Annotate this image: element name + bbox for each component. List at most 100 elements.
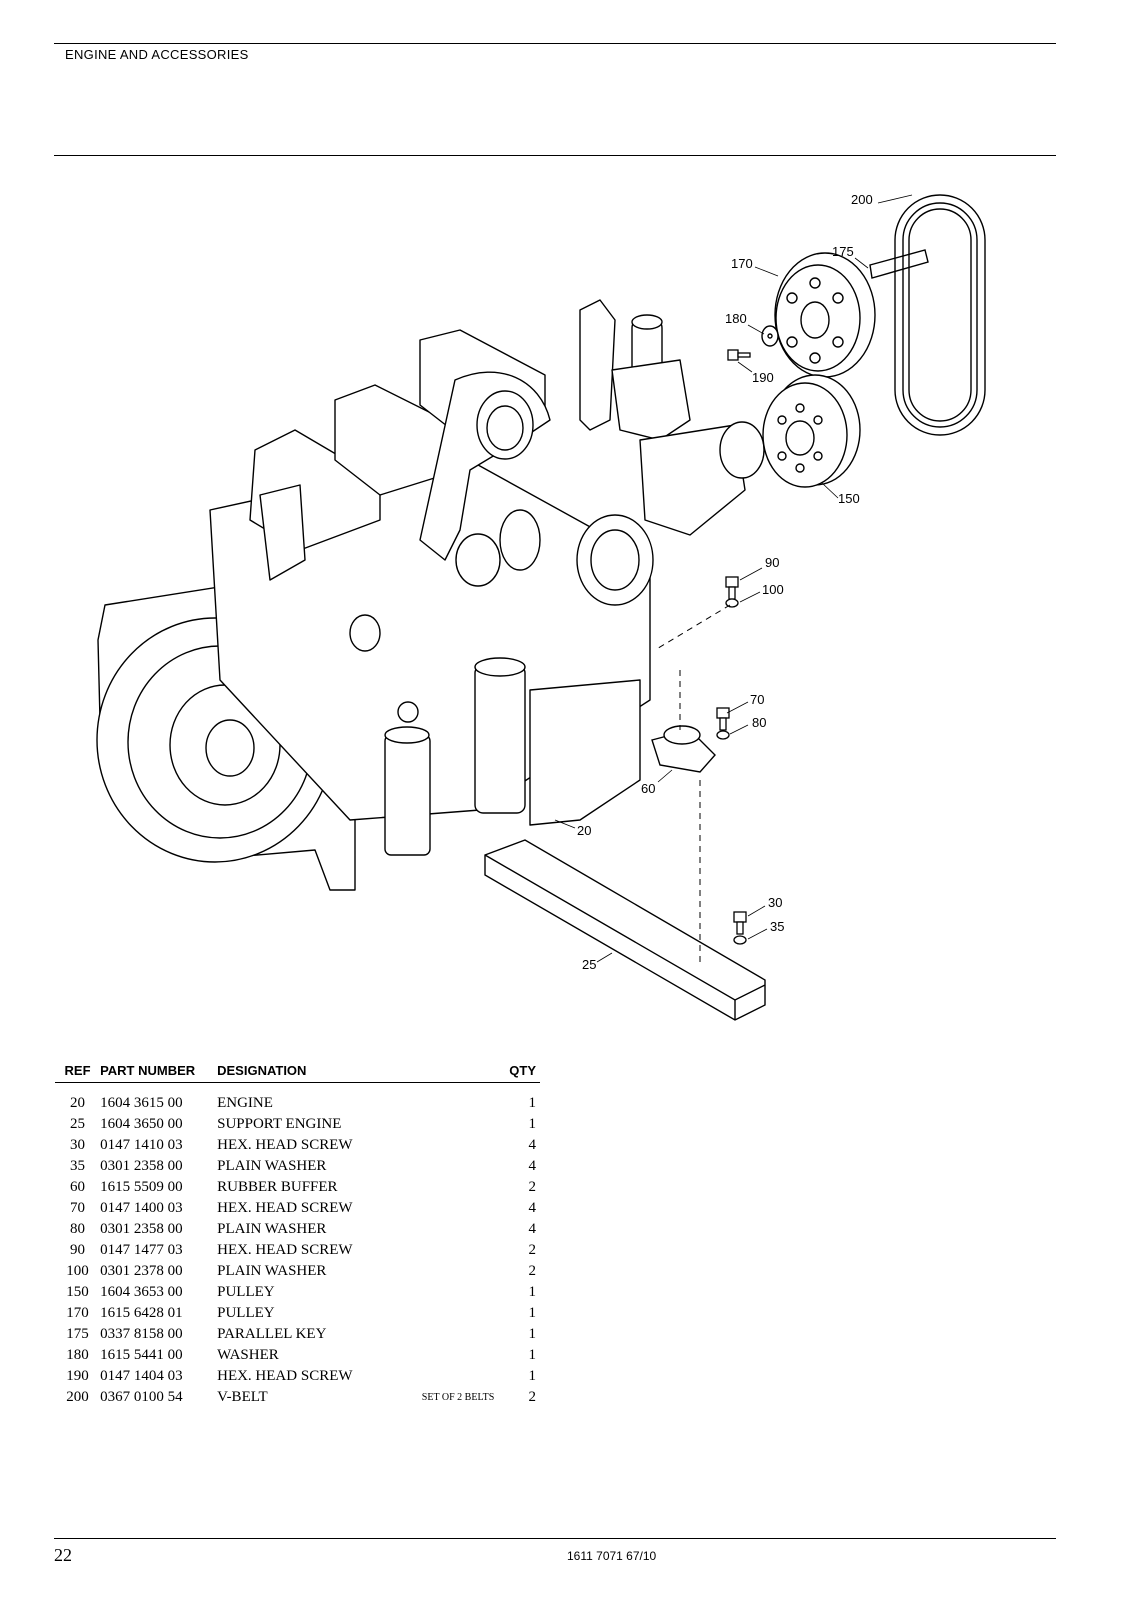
cell-note bbox=[407, 1114, 502, 1135]
callout-25: 25 bbox=[582, 957, 596, 972]
pulley-150-drawing bbox=[762, 374, 861, 488]
cell-part-number: 0301 2358 00 bbox=[100, 1158, 183, 1174]
cell-part-number: 0367 0100 54 bbox=[100, 1389, 183, 1405]
callout-70: 70 bbox=[750, 692, 764, 707]
cell-ref: 80 bbox=[70, 1221, 86, 1237]
header-rule-top bbox=[54, 43, 1056, 44]
cell-part-number: 0147 1404 03 bbox=[100, 1368, 183, 1384]
cell-designation: PLAIN WASHER bbox=[217, 1158, 327, 1174]
cell-qty: 2 bbox=[528, 1242, 537, 1258]
cell-designation: WASHER bbox=[217, 1347, 279, 1363]
callout-20: 20 bbox=[577, 823, 591, 838]
header-designation: DESIGNATION bbox=[217, 1063, 408, 1083]
cell-note bbox=[407, 1282, 502, 1303]
cell-designation: HEX. HEAD SCREW bbox=[217, 1368, 353, 1384]
callout-35: 35 bbox=[770, 919, 784, 934]
cell-note bbox=[407, 1083, 502, 1115]
callout-180: 180 bbox=[725, 311, 747, 326]
callout-170: 170 bbox=[731, 256, 753, 271]
cell-qty: 2 bbox=[528, 1263, 537, 1279]
cell-ref: 175 bbox=[66, 1326, 89, 1342]
engine-illustration bbox=[96, 299, 765, 891]
cell-ref: 100 bbox=[66, 1263, 89, 1279]
callout-80: 80 bbox=[752, 715, 766, 730]
callout-175: 175 bbox=[832, 244, 854, 259]
cell-part-number: 0337 8158 00 bbox=[100, 1326, 183, 1342]
cell-ref: 190 bbox=[66, 1368, 89, 1384]
cell-ref: 150 bbox=[66, 1284, 89, 1300]
callout-190: 190 bbox=[752, 370, 774, 385]
table-row: 25 1604 3650 00 SUPPORT ENGINE 1 bbox=[55, 1114, 540, 1135]
cell-part-number: 0147 1400 03 bbox=[100, 1200, 183, 1216]
cell-designation: HEX. HEAD SCREW bbox=[217, 1200, 353, 1216]
cell-note bbox=[407, 1198, 502, 1219]
page-number: 22 bbox=[54, 1545, 72, 1565]
cell-part-number: 0147 1477 03 bbox=[100, 1242, 183, 1258]
cell-ref: 170 bbox=[66, 1305, 89, 1321]
cell-part-number: 1604 3650 00 bbox=[100, 1116, 183, 1132]
cell-note bbox=[407, 1240, 502, 1261]
cell-ref: 60 bbox=[70, 1179, 86, 1195]
table-row: 150 1604 3653 00 PULLEY 1 bbox=[55, 1282, 540, 1303]
cell-part-number: 1615 5509 00 bbox=[100, 1179, 183, 1195]
washer-180-drawing bbox=[761, 325, 779, 347]
cell-designation: PULLEY bbox=[217, 1284, 275, 1300]
cell-ref: 200 bbox=[66, 1389, 89, 1405]
cell-designation: PULLEY bbox=[217, 1305, 275, 1321]
cell-designation: SUPPORT ENGINE bbox=[217, 1116, 342, 1132]
cell-part-number: 1604 3615 00 bbox=[100, 1095, 183, 1111]
v-belt-drawing bbox=[894, 194, 986, 436]
cell-designation: PLAIN WASHER bbox=[217, 1221, 327, 1237]
callout-200: 200 bbox=[851, 192, 873, 207]
cell-qty: 1 bbox=[528, 1326, 537, 1342]
screw-90-washer-100-drawing bbox=[725, 576, 739, 608]
cell-note bbox=[407, 1345, 502, 1366]
cell-designation: PLAIN WASHER bbox=[217, 1263, 327, 1279]
cell-designation: V-BELT bbox=[217, 1389, 268, 1405]
footer-rule bbox=[54, 1538, 1056, 1539]
cell-qty: 2 bbox=[528, 1179, 537, 1195]
support-engine-25-drawing bbox=[484, 839, 766, 1021]
header-ref: REF bbox=[55, 1063, 101, 1083]
cell-note bbox=[407, 1324, 502, 1345]
callout-60: 60 bbox=[641, 781, 655, 796]
cell-qty: 1 bbox=[528, 1284, 537, 1300]
screw-30-washer-35-drawing bbox=[733, 911, 747, 945]
cell-designation: HEX. HEAD SCREW bbox=[217, 1137, 353, 1153]
cell-note bbox=[407, 1261, 502, 1282]
cell-ref: 20 bbox=[70, 1095, 86, 1111]
cell-ref: 25 bbox=[70, 1116, 86, 1132]
cell-note bbox=[407, 1366, 502, 1387]
engine-exploded-diagram: 200 175 170 180 190 150 90 100 70 80 60 … bbox=[96, 192, 986, 1021]
cell-note bbox=[407, 1156, 502, 1177]
cell-part-number: 1604 3653 00 bbox=[100, 1284, 183, 1300]
cell-ref: 30 bbox=[70, 1137, 86, 1153]
header-rule-bottom bbox=[54, 155, 1056, 156]
cell-qty: 4 bbox=[528, 1137, 537, 1153]
callout-30: 30 bbox=[768, 895, 782, 910]
callout-150: 150 bbox=[838, 491, 860, 506]
cell-qty: 1 bbox=[528, 1095, 537, 1111]
callout-leaders bbox=[554, 194, 913, 963]
cell-designation: RUBBER BUFFER bbox=[217, 1179, 338, 1195]
cell-qty: 4 bbox=[528, 1221, 537, 1237]
rubber-buffer-60-drawing bbox=[651, 725, 716, 773]
cell-ref: 90 bbox=[70, 1242, 86, 1258]
cell-qty: 1 bbox=[528, 1347, 537, 1363]
document-number: 1611 7071 67/10 bbox=[567, 1549, 657, 1563]
table-row: 90 0147 1477 03 HEX. HEAD SCREW 2 bbox=[55, 1240, 540, 1261]
cell-designation: HEX. HEAD SCREW bbox=[217, 1242, 353, 1258]
cell-qty: 4 bbox=[528, 1200, 537, 1216]
cell-qty: 1 bbox=[528, 1116, 537, 1132]
screw-70-washer-80-drawing bbox=[716, 707, 730, 740]
screw-190-drawing bbox=[727, 349, 751, 361]
